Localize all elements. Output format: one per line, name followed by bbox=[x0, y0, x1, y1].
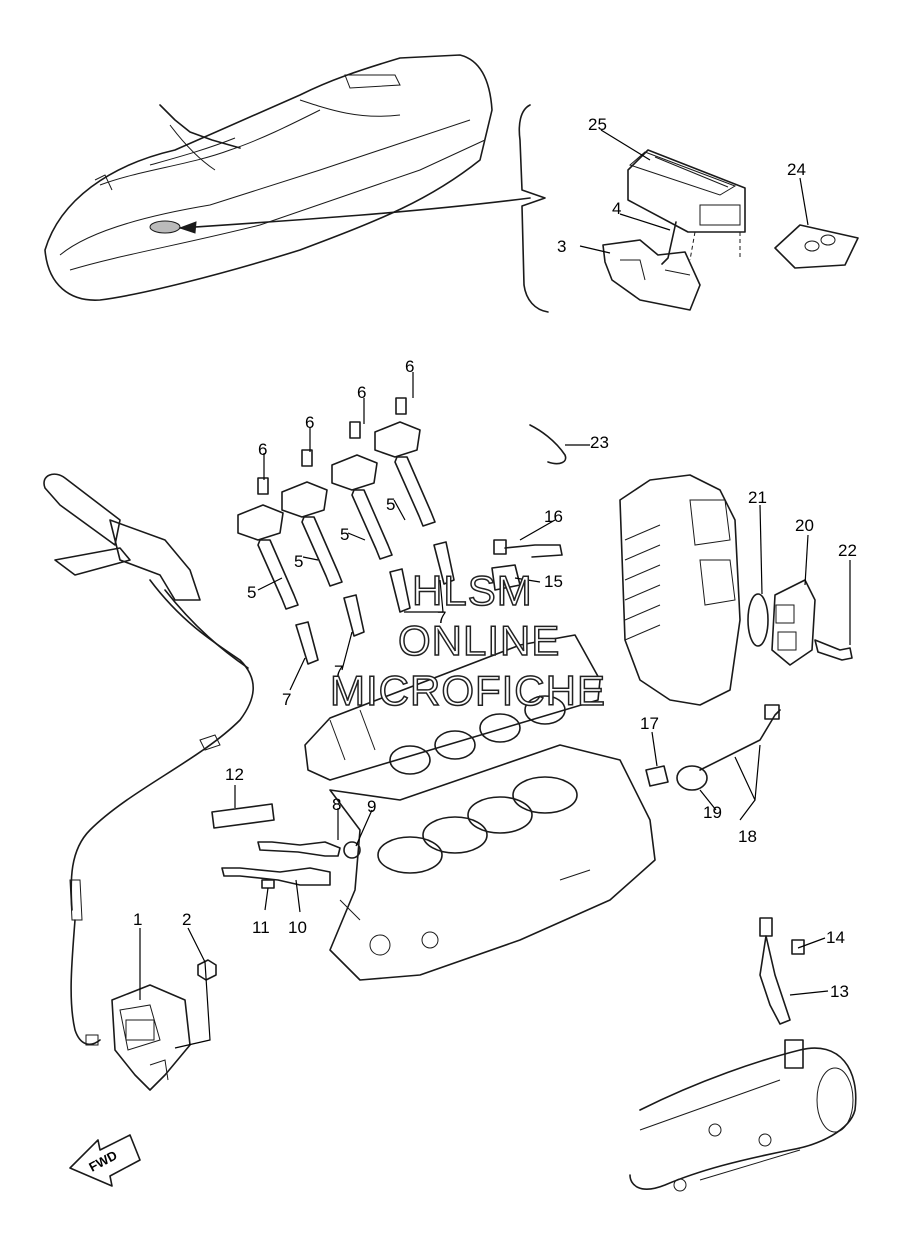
callout-11: 11 bbox=[252, 918, 270, 937]
callout-21: 21 bbox=[748, 488, 767, 507]
watercraft-illustration bbox=[44, 54, 531, 301]
callout-5-c: 5 bbox=[340, 525, 349, 544]
spark-plugs-7 bbox=[295, 541, 455, 665]
watermark-line-1: HLSM bbox=[412, 567, 533, 614]
sensor-15 bbox=[491, 564, 521, 591]
callout-8: 8 bbox=[332, 795, 341, 814]
bolts-6 bbox=[257, 397, 407, 495]
bolt-11 bbox=[261, 879, 275, 889]
callout-12: 12 bbox=[225, 765, 244, 784]
callout-6-a: 6 bbox=[258, 440, 267, 459]
callout-labels: 1 2 3 4 5 5 5 5 6 6 6 6 7 7 7 8 9 10 11 … bbox=[133, 115, 857, 1001]
callout-7-b: 7 bbox=[334, 662, 343, 681]
harness-23 bbox=[529, 424, 567, 465]
callout-10: 10 bbox=[288, 918, 307, 937]
fwd-arrow bbox=[69, 1134, 141, 1187]
gasket-21 bbox=[747, 593, 769, 647]
ignition-coils-5 bbox=[237, 421, 436, 610]
callout-1: 1 bbox=[133, 910, 142, 929]
throttle-cable-assembly bbox=[43, 473, 254, 1046]
callout-5-b: 5 bbox=[294, 552, 303, 571]
sensor-8 bbox=[257, 841, 341, 857]
watermark-line-3: MICROFICHE bbox=[330, 667, 606, 714]
callout-6-d: 6 bbox=[405, 357, 414, 376]
control-unit-25 bbox=[627, 149, 746, 233]
callout-18: 18 bbox=[738, 827, 757, 846]
callout-16: 16 bbox=[544, 507, 563, 526]
callout-23: 23 bbox=[590, 433, 609, 452]
callout-17: 17 bbox=[640, 714, 659, 733]
sensor-17 bbox=[645, 765, 669, 787]
callout-3: 3 bbox=[557, 237, 566, 256]
callout-13: 13 bbox=[830, 982, 849, 1001]
ecu-20 bbox=[771, 579, 816, 666]
leader-lines bbox=[139, 129, 851, 1049]
watermark: HLSM ONLINE MICROFICHE bbox=[329, 566, 606, 715]
pin-4 bbox=[661, 221, 677, 265]
exhaust-pipe bbox=[629, 1039, 857, 1192]
throttle-sensor-1 bbox=[111, 984, 191, 1091]
sensor-16 bbox=[493, 539, 563, 558]
engine-side-casting bbox=[619, 474, 741, 706]
callout-22: 22 bbox=[838, 541, 857, 560]
bracket-3 bbox=[602, 239, 701, 311]
bolt-14 bbox=[791, 939, 805, 955]
sensor-10 bbox=[221, 867, 331, 886]
bolt-22 bbox=[814, 639, 853, 661]
callout-6-c: 6 bbox=[357, 383, 366, 402]
key-fob-24 bbox=[774, 224, 859, 269]
callout-9: 9 bbox=[367, 797, 376, 816]
group-bracket bbox=[518, 104, 549, 313]
watermark-line-2: ONLINE bbox=[398, 617, 560, 664]
callout-5-a: 5 bbox=[247, 583, 256, 602]
callout-25: 25 bbox=[588, 115, 607, 134]
engine-block bbox=[304, 634, 656, 981]
callout-7-c: 7 bbox=[437, 608, 446, 627]
callout-24: 24 bbox=[787, 160, 806, 179]
callout-14: 14 bbox=[826, 928, 845, 947]
callout-20: 20 bbox=[795, 516, 814, 535]
sensor-19-18 bbox=[676, 704, 781, 791]
callout-2: 2 bbox=[182, 910, 191, 929]
callout-4: 4 bbox=[612, 199, 621, 218]
nut-2 bbox=[197, 959, 217, 981]
callout-19: 19 bbox=[703, 803, 722, 822]
callout-5-d: 5 bbox=[386, 495, 395, 514]
sensor-13 bbox=[759, 917, 791, 1025]
callout-6-b: 6 bbox=[305, 413, 314, 432]
callout-7-a: 7 bbox=[282, 690, 291, 709]
hose-12 bbox=[211, 803, 275, 829]
callout-15: 15 bbox=[544, 572, 563, 591]
o-ring-9 bbox=[343, 841, 361, 859]
